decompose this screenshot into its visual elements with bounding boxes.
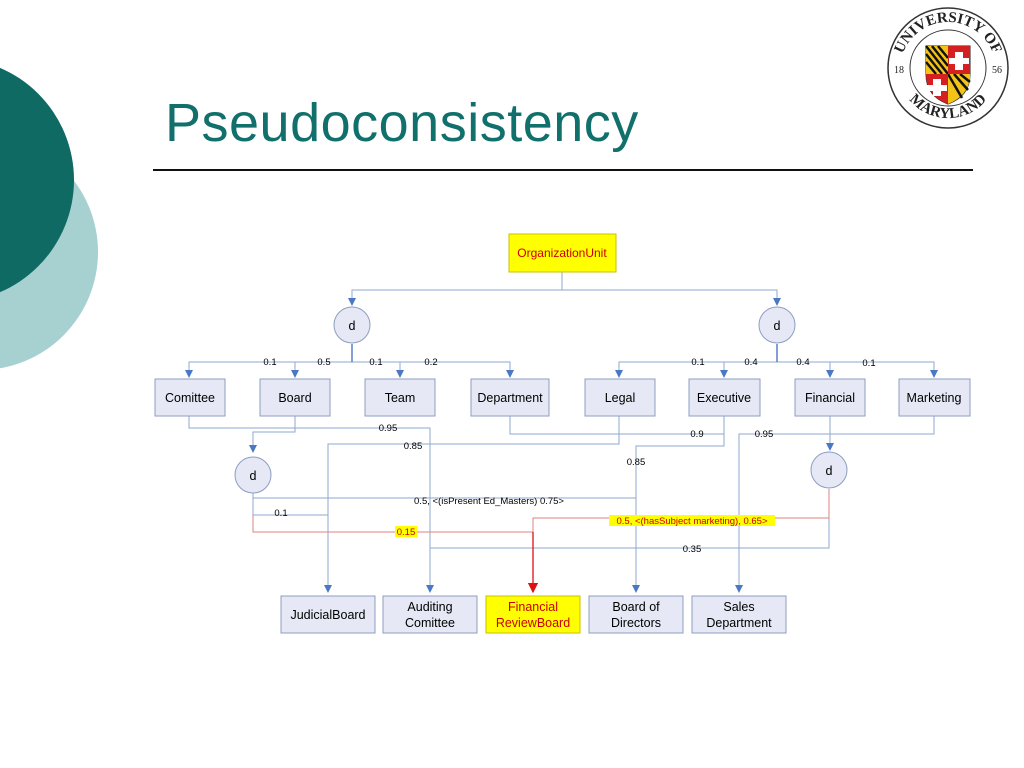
seal-year-right: 56: [992, 65, 1002, 76]
page-title: Pseudoconsistency: [165, 93, 639, 153]
node-label: Financial: [805, 391, 855, 405]
edge-label: 0.9: [690, 429, 703, 440]
edge-label: 0.5: [317, 357, 330, 368]
root-edges: [185, 272, 938, 378]
node-label-line1: Sales: [723, 600, 754, 614]
highlight-bg: [395, 526, 417, 537]
root-node: [508, 233, 617, 273]
edge-label: 0.1: [274, 508, 287, 519]
edge-label: 0.95: [755, 429, 774, 440]
node-financial: Financial: [794, 378, 866, 417]
edge-label-hassubject: 0.5, <(hasSubject marketing), 0.65>: [616, 516, 767, 527]
root-node-label: OrganizationUnit: [517, 246, 607, 260]
decision-node-lower-left: d: [234, 456, 272, 494]
node-label-line2: ReviewBoard: [496, 616, 570, 630]
shield-icon: [925, 45, 971, 105]
node-label-line2: Directors: [611, 616, 661, 630]
edge-label: 0.85: [627, 457, 646, 468]
decision-label: d: [250, 469, 257, 483]
decision-node-right: d: [758, 306, 796, 344]
node-judicialboard: JudicialBoard: [280, 595, 376, 634]
node-auditing-comittee: Auditing Comittee: [382, 595, 478, 634]
decorative-circles: [0, 67, 98, 369]
edge-label: 0.1: [263, 357, 276, 368]
university-seal-logo: UNIVERSITY OF MARYLAND 18 56: [887, 7, 1009, 129]
node-label-line2: Comittee: [405, 616, 455, 630]
node-label-line1: Board of: [612, 600, 660, 614]
decision-label: d: [774, 319, 781, 333]
title-divider: [153, 169, 973, 171]
decision-node-left: d: [333, 306, 371, 344]
node-label: JudicialBoard: [290, 608, 365, 622]
node-label-line1: Financial: [508, 600, 558, 614]
node-department: Department: [470, 378, 550, 417]
node-marketing: Marketing: [898, 378, 971, 417]
node-financial-reviewboard: Financial ReviewBoard: [485, 595, 581, 634]
node-sales-department: Sales Department: [691, 595, 787, 634]
node-label-line1: Auditing: [407, 600, 452, 614]
node-label: Department: [477, 391, 543, 405]
node-label: Board: [278, 391, 311, 405]
edge-label: 0.4: [796, 357, 809, 368]
dark-teal-circle: [0, 67, 74, 293]
edge-label: 0.4: [744, 357, 757, 368]
node-comittee: Comittee: [154, 378, 226, 417]
node-executive: Executive: [688, 378, 761, 417]
decision-label: d: [349, 319, 356, 333]
node-board-of-directors: Board of Directors: [588, 595, 684, 634]
edge-label-ispresent: 0.5, <(isPresent Ed_Masters) 0.75>: [414, 496, 564, 507]
node-label: Legal: [605, 391, 636, 405]
decision-node-lower-right: d: [810, 451, 848, 489]
highlight-bg: [609, 515, 775, 526]
edge-label: 0.35: [683, 544, 702, 555]
edge-label: 0.85: [404, 441, 423, 452]
edge-label: 0.1: [691, 357, 704, 368]
node-label: Team: [385, 391, 416, 405]
seal-year-left: 18: [894, 65, 904, 76]
node-label: Marketing: [907, 391, 962, 405]
node-label: Comittee: [165, 391, 215, 405]
node-label-line2: Department: [706, 616, 772, 630]
edge-label: 0.1: [369, 357, 382, 368]
edge-label: 0.2: [424, 357, 437, 368]
edge-label: 0.95: [379, 423, 398, 434]
node-label: Executive: [697, 391, 751, 405]
decision-stems: [351, 344, 778, 362]
edge-label-015: 0.15: [397, 527, 416, 538]
node-board: Board: [259, 378, 331, 417]
node-legal: Legal: [584, 378, 656, 417]
edge-label: 0.1: [862, 358, 875, 369]
node-team: Team: [364, 378, 436, 417]
decision-label: d: [826, 464, 833, 478]
